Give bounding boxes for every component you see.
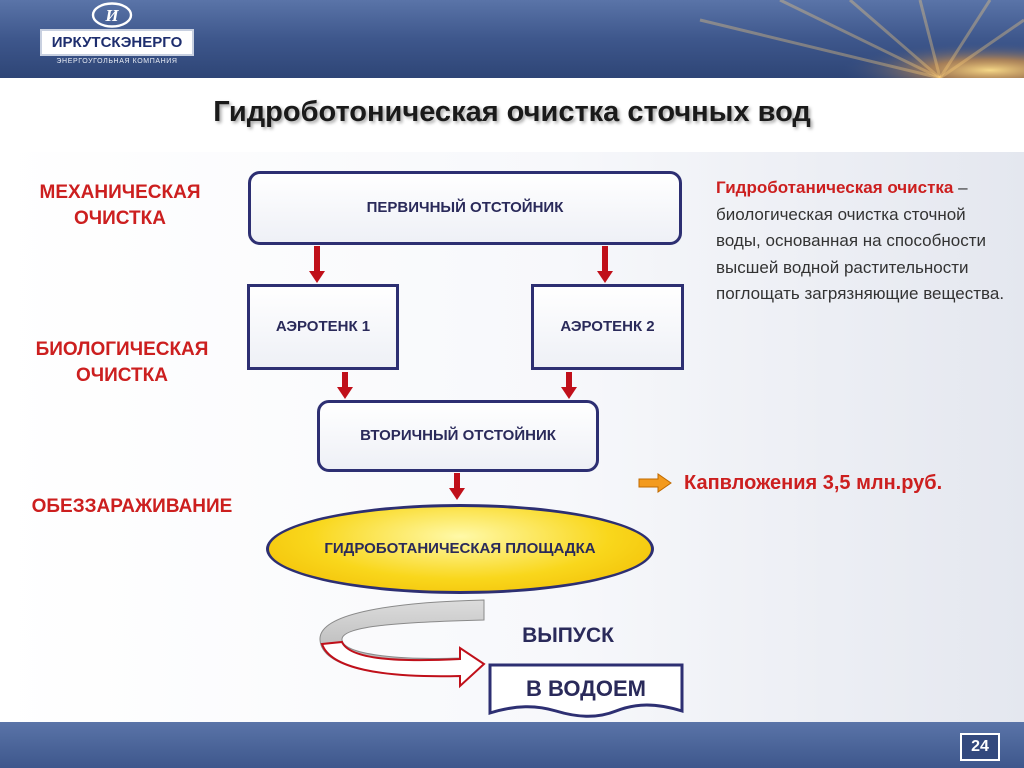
slide-number: 24: [960, 733, 1000, 761]
definition-body: – биологическая очистка сточной воды, ос…: [716, 178, 1005, 303]
header-sunburst-decoration: [600, 0, 1024, 78]
title-band: [0, 78, 1024, 152]
stage-label-mechanical: МЕХАНИЧЕСКАЯ ОЧИСТКА: [39, 182, 201, 229]
curved-arrow-icon: [319, 599, 486, 689]
investment-text: Капвложения 3,5 млн.руб.: [684, 471, 943, 494]
logo-emblem-icon: И: [91, 2, 133, 28]
stage-label-disinfection: ОБЕЗЗАРАЖИВАНИЕ: [31, 496, 233, 517]
down-arrow-icon: [561, 372, 577, 399]
primary-settler-box: ПЕРВИЧНЫЙ ОТСТОЙНИК: [248, 171, 682, 245]
footer-bar: [0, 722, 1024, 768]
definition-text: Гидроботаническая очистка – биологическа…: [716, 175, 1006, 308]
investment-note: Капвложения 3,5 млн.руб.: [638, 470, 1018, 496]
definition-term: Гидроботаническая очистка: [716, 178, 954, 197]
down-arrow-icon: [597, 246, 613, 283]
logo-emblem-letter: И: [104, 6, 119, 25]
stage-label-biological: БИОЛОГИЧЕСКАЯ ОЧИСТКА: [35, 339, 209, 386]
down-arrow-icon: [309, 246, 325, 283]
logo-subtitle: ЭНЕРГОУГОЛЬНАЯ КОМПАНИЯ: [56, 58, 178, 65]
down-arrow-icon: [337, 372, 353, 399]
discharge-banner: [488, 663, 684, 718]
discharge-label: ВЫПУСК: [522, 624, 614, 647]
secondary-settler-box: ВТОРИЧНЫЙ ОТСТОЙНИК: [317, 400, 599, 472]
aerotank-1-box: АЭРОТЕНК 1: [247, 284, 399, 370]
logo-name: ИРКУТСКЭНЕРГО: [51, 34, 183, 51]
logo-box: ИРКУТСКЭНЕРГО: [40, 29, 194, 56]
down-arrow-icon: [449, 473, 465, 500]
discharge-target: В ВОДОЕМ: [526, 676, 646, 701]
hydrobotanical-site-ellipse: ГИДРОБОТАНИЧЕСКАЯ ПЛОЩАДКА: [266, 504, 654, 594]
header-bar: И ИРКУТСКЭНЕРГО ЭНЕРГОУГОЛЬНАЯ КОМПАНИЯ: [0, 0, 1024, 78]
right-arrow-icon: [638, 473, 672, 493]
page-title: Гидроботоническая очистка сточных вод: [213, 96, 811, 128]
aerotank-2-box: АЭРОТЕНК 2: [531, 284, 684, 370]
